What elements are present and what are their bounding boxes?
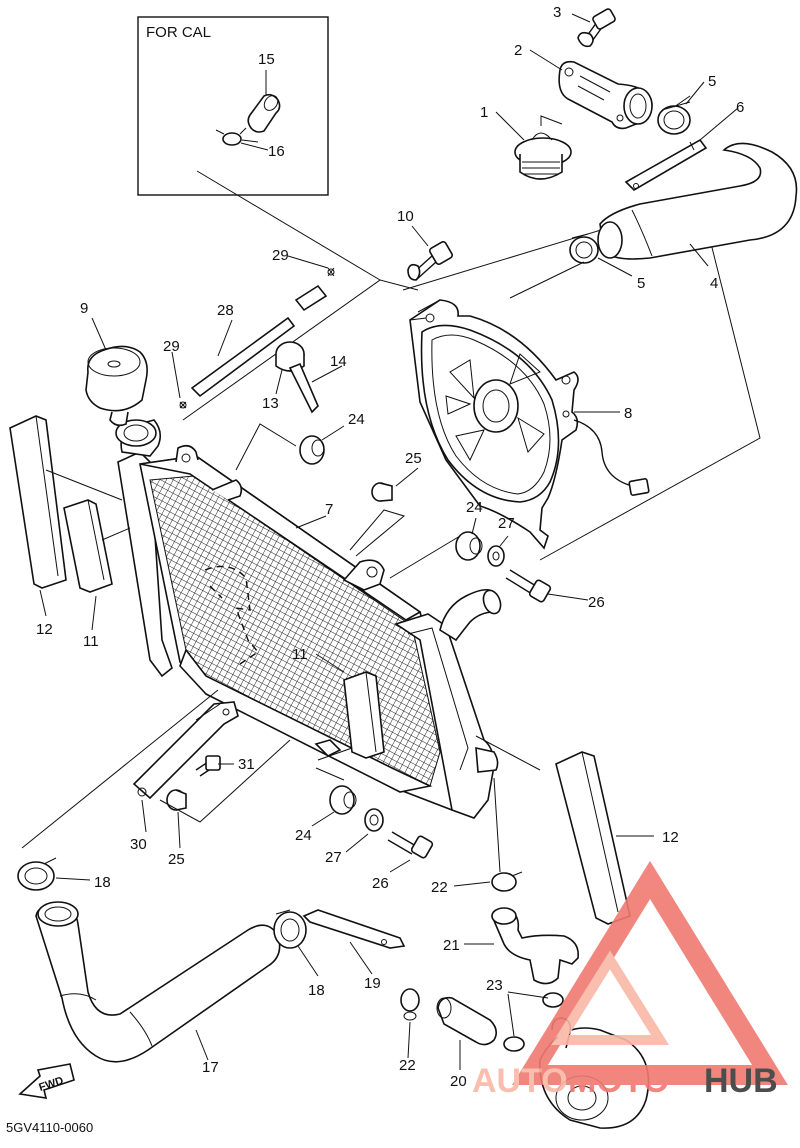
callout-31: 31 (238, 756, 255, 773)
callout-5-upper: 5 (708, 73, 716, 90)
part-25-collar-lower (166, 789, 187, 811)
part-12-sponge-right (555, 751, 631, 925)
callout-16: 16 (268, 143, 285, 160)
part-6-bracket (624, 138, 708, 192)
part-5-clamp-upper (657, 95, 691, 135)
part-30-bracket (132, 701, 239, 800)
part-4-upper-hose (597, 142, 798, 260)
callout-12-left: 12 (36, 621, 53, 638)
part-28-overflow-hose (190, 316, 296, 398)
callout-18-right: 18 (308, 982, 325, 999)
part-1-thermostat (514, 115, 572, 180)
part-18-clamp-right (273, 909, 307, 949)
drawing-code: 5GV4110-0060 (6, 1120, 93, 1135)
part-15-hose (247, 93, 281, 133)
callout-11-right: 11 (292, 646, 308, 663)
callout-27-upper: 27 (498, 515, 515, 532)
callout-14: 14 (330, 353, 347, 370)
part-2-thermostat-cover (558, 60, 653, 130)
callout-10: 10 (397, 208, 414, 225)
callout-24-lower: 24 (295, 827, 312, 844)
part-17-lower-hose (35, 901, 281, 1063)
part-31-bolt (195, 755, 221, 777)
callout-5-lower: 5 (637, 275, 645, 292)
part-27-washer-upper (487, 545, 505, 567)
part-14-bracket (288, 362, 319, 414)
part-22-clamp-upper (491, 871, 523, 892)
callout-24-mid: 24 (466, 499, 483, 516)
part-26-bolt-lower (387, 831, 434, 859)
watermark-word-moto: MOTO (568, 1062, 669, 1100)
callout-22-upper: 22 (431, 879, 448, 896)
part-24-grommet-mid (455, 531, 483, 561)
callout-8: 8 (624, 405, 632, 422)
callout-25-upper: 25 (405, 450, 422, 467)
callout-26-lower: 26 (372, 875, 389, 892)
callout-6: 6 (736, 99, 744, 116)
callout-29-lower: 29 (163, 338, 180, 355)
callout-13: 13 (262, 395, 279, 412)
inset-title: FOR CAL (146, 24, 211, 41)
part-12-sponge-left (9, 415, 67, 589)
callout-3: 3 (553, 4, 561, 21)
part-11-sponge-right (343, 671, 385, 759)
callout-20: 20 (450, 1073, 467, 1090)
callout-12-right: 12 (662, 829, 679, 846)
callout-24-upper: 24 (348, 411, 365, 428)
callout-15: 15 (258, 51, 275, 68)
part-3-bolt (577, 8, 616, 48)
part-21-pipe (491, 907, 580, 985)
part-10-bolt (407, 241, 453, 281)
callout-25-lower: 25 (168, 851, 185, 868)
callout-9: 9 (80, 300, 88, 317)
for-cal-inset: FOR CAL (137, 16, 329, 196)
part-5-clamp-lower (569, 233, 599, 264)
automotohub-watermark: AUTO MOTO HUB (472, 860, 788, 1100)
callout-27-lower: 27 (325, 849, 342, 866)
fan-boundary-leader (402, 199, 761, 561)
part-23-clamps (503, 992, 564, 1052)
part-11-sponge-left (63, 499, 113, 593)
part-8-fan-assembly (409, 299, 650, 550)
part-29-clip-upper (294, 267, 335, 312)
callout-23: 23 (486, 977, 503, 994)
callout-leaders (39, 13, 739, 1070)
part-24-grommet-upper (299, 435, 325, 465)
callout-2: 2 (514, 42, 522, 59)
callout-18-left: 18 (94, 874, 111, 891)
inset-frame (137, 16, 329, 196)
part-29-clip-lower (179, 401, 187, 409)
watermark-word-hub: HUB (704, 1062, 778, 1100)
part-16-clip (215, 127, 247, 146)
callout-1: 1 (480, 104, 488, 121)
part-18-clamp-left (17, 857, 57, 891)
callout-22-lower: 22 (399, 1057, 416, 1074)
part-19-stay (302, 909, 406, 949)
callout-29-upper: 29 (272, 247, 289, 264)
callout-numbers: 1 2 3 4 5 5 6 7 8 9 10 11 11 12 12 13 14… (36, 4, 744, 1090)
part-20-pipe (436, 996, 498, 1046)
watermark-word-auto: AUTO (472, 1062, 568, 1100)
callout-17: 17 (202, 1059, 219, 1076)
callout-30: 30 (130, 836, 147, 853)
part-26-bolt-upper (505, 569, 552, 603)
watermark-inner-mark-icon (550, 950, 670, 1045)
part-9-radiator-cap (85, 345, 148, 427)
callout-11-left: 11 (83, 633, 99, 650)
part-24-grommet-lower (329, 785, 357, 815)
callout-7: 7 (325, 501, 333, 518)
callout-28: 28 (217, 302, 234, 319)
watermark-triangle-icon (512, 860, 788, 1085)
callout-26-upper: 26 (588, 594, 605, 611)
part-22-clamp-lower (400, 988, 420, 1021)
callout-4: 4 (710, 275, 718, 292)
callout-21: 21 (443, 937, 460, 954)
part-25-collar-upper (371, 482, 393, 502)
callout-19: 19 (364, 975, 381, 992)
fwd-arrow: FWD (18, 1063, 75, 1099)
part-27-washer-lower (364, 808, 384, 832)
